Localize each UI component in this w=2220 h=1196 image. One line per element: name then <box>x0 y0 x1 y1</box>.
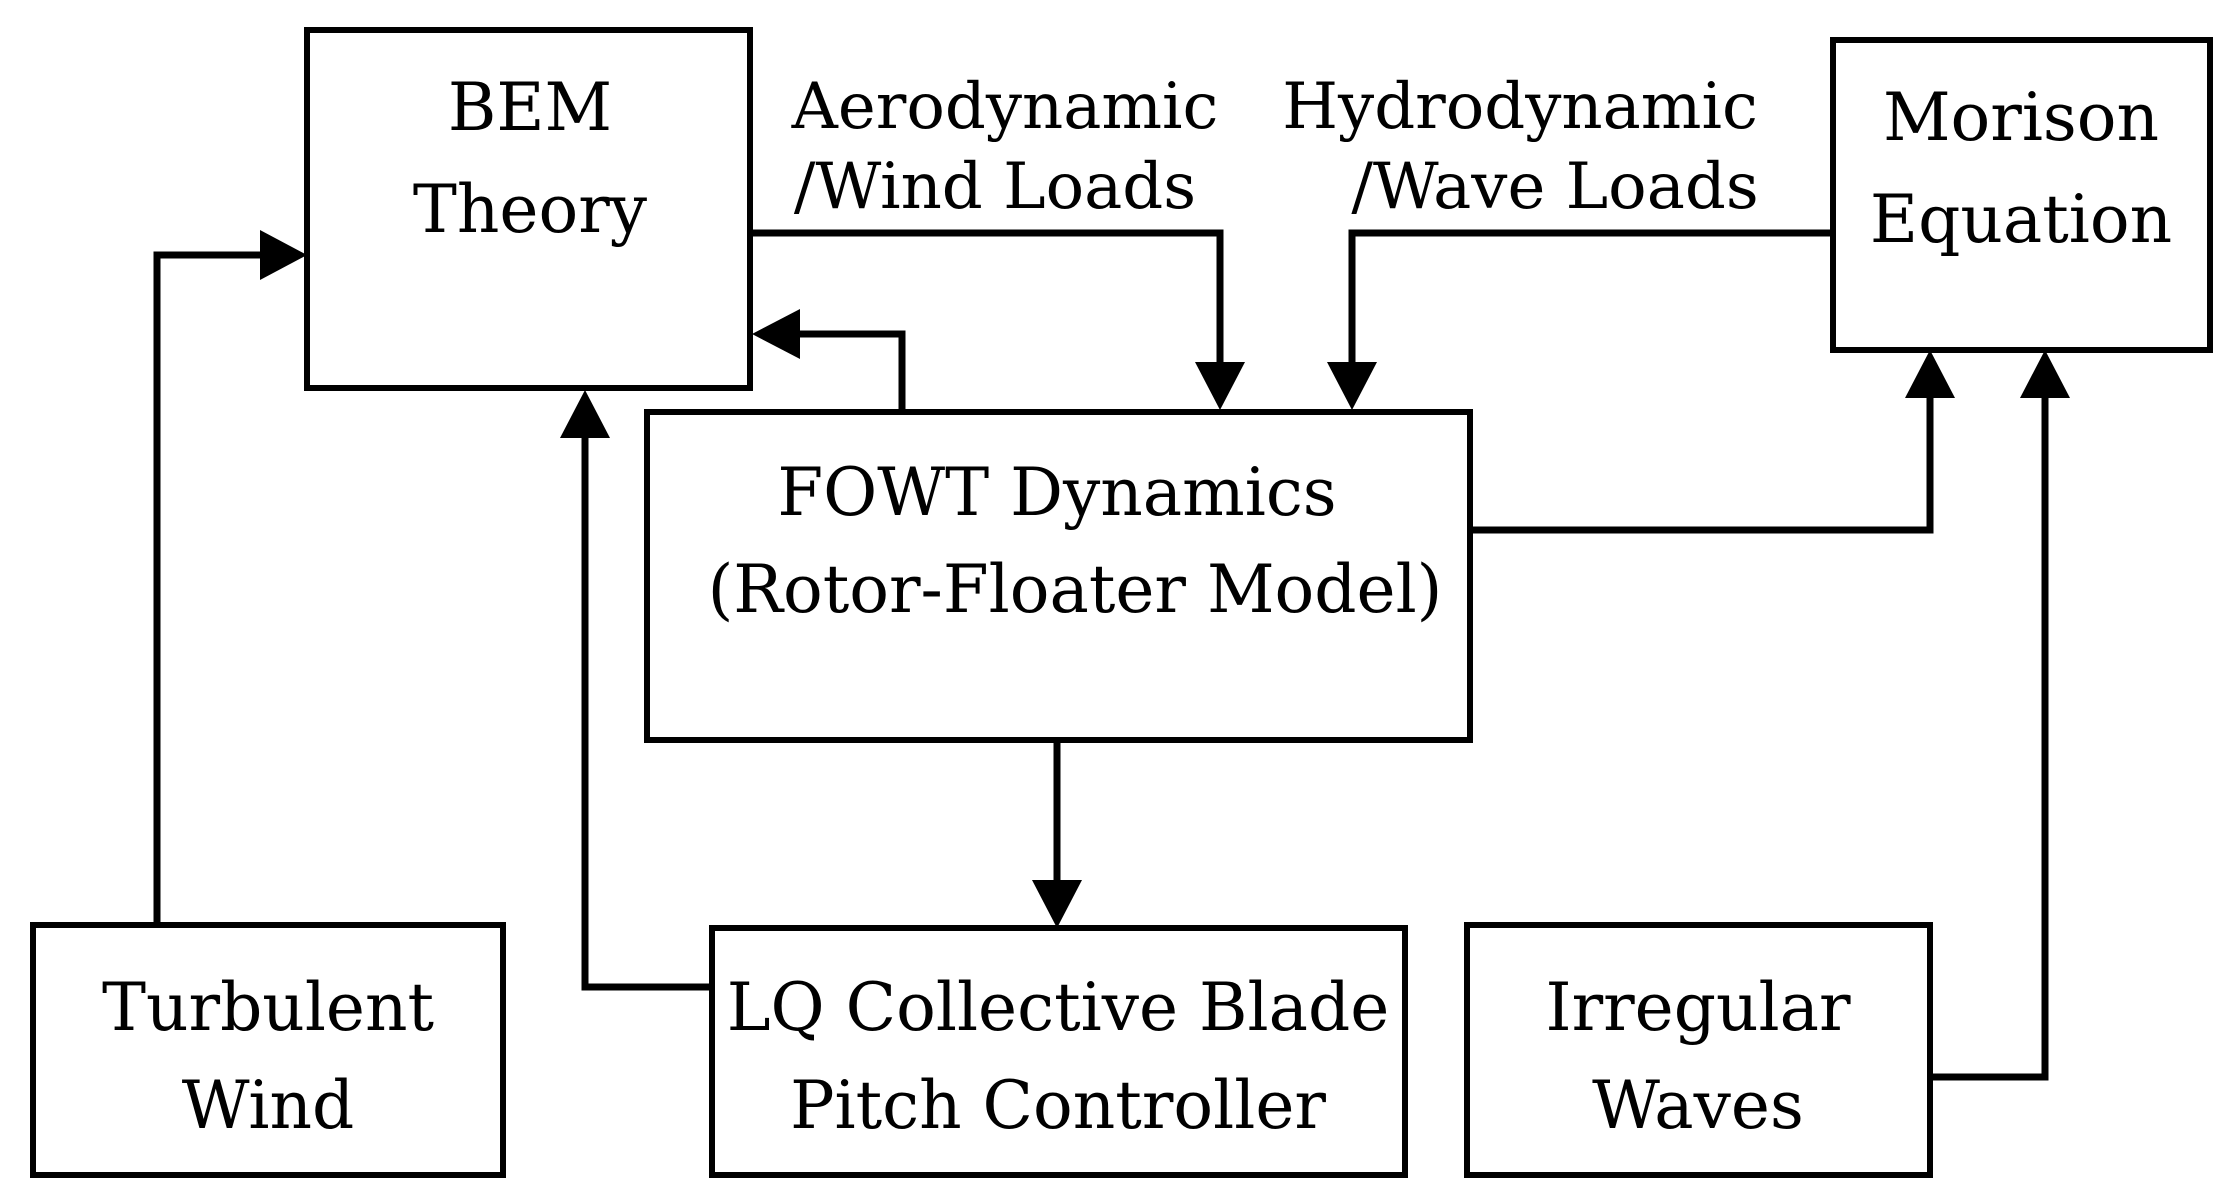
arrowhead-controller-to-bem <box>560 390 610 438</box>
arrow-fowt-to-morison <box>1470 398 1934 534</box>
arrowhead-waves-to-morison <box>2020 350 2070 398</box>
block-fowt-dynamics-line1: FOWT Dynamics <box>777 454 1336 531</box>
block-irregular-waves-line2: Waves <box>1592 1067 1804 1144</box>
block-lq-controller: LQ Collective Blade Pitch Controller <box>709 925 1408 1178</box>
arrow-controller-to-bem <box>581 438 712 991</box>
block-bem-theory-line2: Theory <box>413 171 648 248</box>
block-morison-equation: Morison Equation <box>1830 37 2213 353</box>
label-aerodynamic-loads: Aerodynamic /Wind Loads <box>791 70 1219 224</box>
block-turbulent-wind-line1: Turbulent <box>102 969 434 1046</box>
block-morison-equation-line2: Equation <box>1870 181 2172 258</box>
arrow-fowt-to-bem <box>798 330 906 410</box>
arrowhead-bem-to-fowt <box>1195 362 1245 410</box>
block-fowt-dynamics: FOWT Dynamics (Rotor-Floater Model) <box>644 409 1473 743</box>
label-aerodynamic-line1: Aerodynamic <box>791 70 1219 144</box>
block-irregular-waves-line1: Irregular <box>1546 969 1851 1046</box>
arrowhead-fowt-to-controller <box>1032 880 1082 928</box>
block-irregular-waves: Irregular Waves <box>1464 922 1933 1178</box>
label-hydrodynamic-line1: Hydrodynamic <box>1282 70 1758 144</box>
arrowhead-fowt-to-bem <box>752 309 800 359</box>
arrowhead-fowt-to-morison <box>1905 350 1955 398</box>
block-fowt-dynamics-line2: (Rotor-Floater Model) <box>708 551 1443 628</box>
arrowhead-wind-to-bem <box>260 230 307 280</box>
block-morison-equation-line1: Morison <box>1883 79 2159 156</box>
arrow-wind-to-bem <box>153 251 270 922</box>
block-lq-controller-line1: LQ Collective Blade <box>727 969 1390 1046</box>
block-lq-controller-line2: Pitch Controller <box>790 1067 1326 1144</box>
arrowhead-morison-to-fowt <box>1327 362 1377 410</box>
arrow-bem-to-fowt <box>750 229 1224 362</box>
block-bem-theory-line1: BEM <box>448 69 612 146</box>
label-hydrodynamic-line2: /Wave Loads <box>1351 150 1758 224</box>
connectors <box>153 229 2070 1081</box>
block-turbulent-wind-line2: Wind <box>182 1067 355 1144</box>
arrow-morison-to-fowt <box>1348 229 1833 362</box>
block-turbulent-wind: Turbulent Wind <box>30 922 506 1178</box>
arrow-waves-to-morison <box>1930 398 2049 1081</box>
label-aerodynamic-line2: /Wind Loads <box>794 150 1196 224</box>
block-bem-theory: BEM Theory <box>304 27 753 391</box>
label-hydrodynamic-loads: Hydrodynamic /Wave Loads <box>1282 70 1758 224</box>
